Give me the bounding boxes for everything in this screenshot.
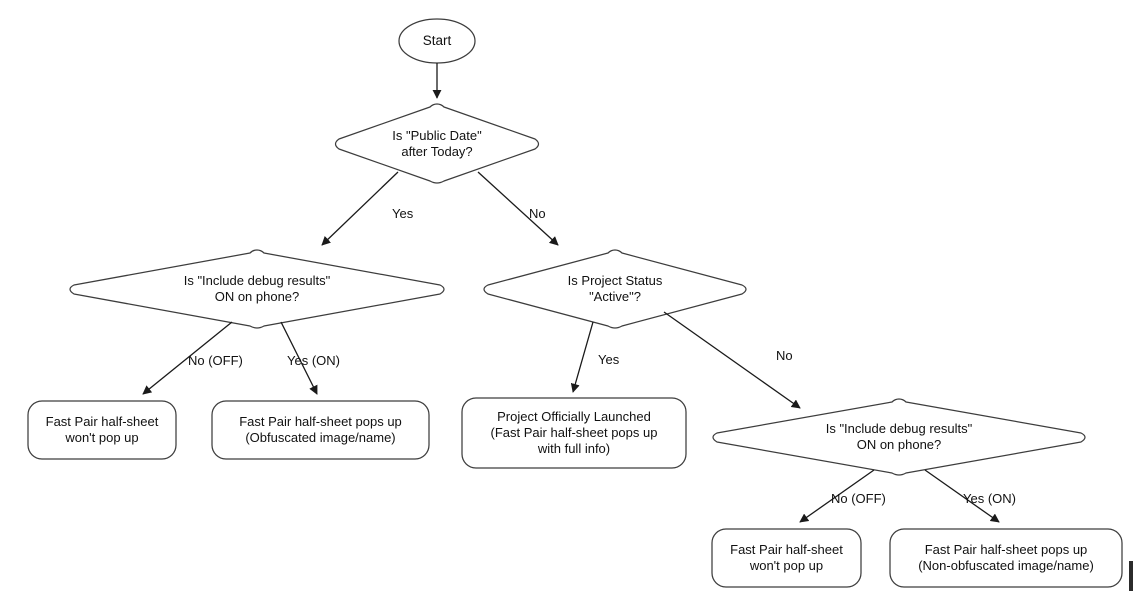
edge-label-project-status-no: No (776, 348, 793, 363)
node-obfuscated-shape[interactable] (211, 400, 430, 460)
node-public-date-shape[interactable] (334, 103, 540, 184)
edge-project-status-yes (570, 321, 594, 393)
node-start-shape[interactable] (398, 18, 476, 64)
edge-label-debug-right-no-off: No (OFF) (831, 491, 886, 506)
node-launched-shape[interactable] (461, 397, 687, 469)
edge-debug-left-no-off (142, 321, 233, 395)
node-project-status-shape[interactable] (483, 249, 747, 329)
edge-label-public-date-no: No (529, 206, 546, 221)
node-debug-right-shape[interactable] (712, 398, 1086, 476)
node-no-popup-left-shape[interactable] (27, 400, 177, 460)
edge-debug-left-yes-on (280, 321, 318, 395)
edge-debug-right-no-off (799, 469, 875, 523)
edge-label-debug-right-yes-on: Yes (ON) (963, 491, 1016, 506)
node-debug-left-shape[interactable] (69, 249, 445, 329)
scan-edge-artifact (1129, 561, 1133, 591)
edge-label-debug-left-no-off: No (OFF) (188, 353, 243, 368)
edge-label-public-date-yes: Yes (392, 206, 414, 221)
edge-debug-right-yes-on (924, 469, 1000, 523)
edge-project-status-no (663, 311, 801, 409)
edge-public-date-yes (321, 171, 399, 246)
edge-label-project-status-yes: Yes (598, 352, 620, 367)
node-no-popup-right-shape[interactable] (711, 528, 862, 588)
edge-label-debug-left-yes-on: Yes (ON) (287, 353, 340, 368)
node-non-obfuscated-shape[interactable] (889, 528, 1123, 588)
edge-public-date-no (477, 171, 559, 246)
